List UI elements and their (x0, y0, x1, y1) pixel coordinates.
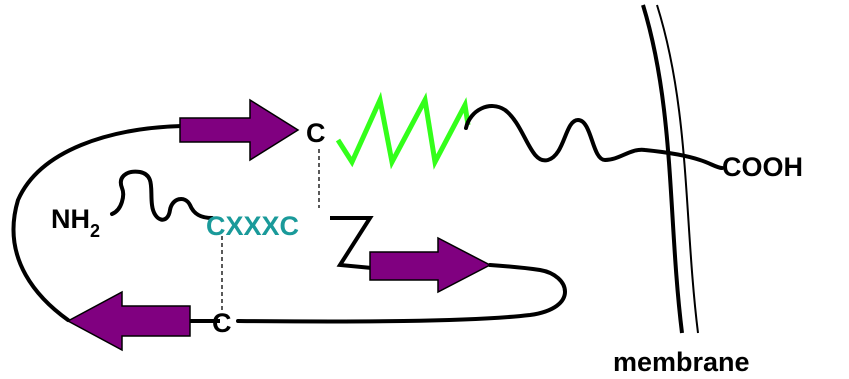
backbone-bottom-loop (236, 263, 567, 324)
beta-strand-middle-arrow (369, 236, 492, 294)
backbone-motif-to-strand (330, 216, 374, 270)
c-terminus-label: COOH (722, 152, 803, 182)
cysteine-lower-label: C (212, 308, 232, 338)
cysteine-upper-label: C (306, 118, 326, 148)
alpha-helix (335, 91, 471, 170)
membrane-outer-line (641, 4, 684, 334)
membrane (641, 4, 699, 334)
membrane-inner-line (656, 4, 699, 334)
n-terminus-label: NH2 (51, 204, 100, 241)
backbone-c-terminal (464, 104, 724, 170)
cxxxc-motif-label: CXXXC (206, 211, 299, 241)
backbone-left-loop (11, 124, 184, 322)
n-terminus-subscript: 2 (90, 221, 100, 241)
membrane-label: membrane (613, 347, 750, 377)
beta-strand-upper-arrow (179, 98, 300, 162)
beta-strand-lower-arrow (66, 290, 191, 352)
backbone-n-terminal (110, 169, 214, 222)
